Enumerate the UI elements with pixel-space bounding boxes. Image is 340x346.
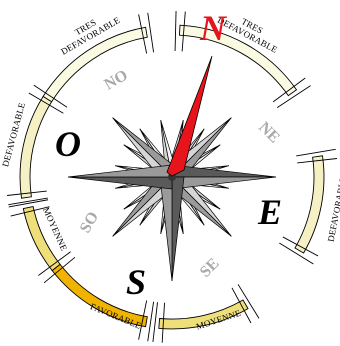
direction-southeast-label: SE	[197, 255, 223, 281]
ring-label-line: DEFAVORABLE	[326, 175, 340, 242]
direction-north-label: N	[199, 8, 228, 48]
ring-divider-line	[148, 302, 154, 342]
direction-east-label: E	[257, 192, 282, 232]
ring-segment-tres-defavorable-right	[179, 25, 296, 95]
compass-rose	[68, 118, 276, 281]
direction-northwest-label: NO	[102, 67, 131, 94]
ring-divider-line	[148, 13, 154, 53]
ring-divider-line	[153, 302, 158, 342]
direction-south-label: S	[126, 262, 146, 302]
ring-segment-defavorable-right	[295, 156, 324, 253]
direction-northeast-label: NE	[255, 119, 283, 147]
direction-west-label: O	[55, 124, 81, 164]
ring-divider-line	[175, 11, 176, 51]
ring-label-defavorable-right: DEFAVORABLE	[326, 175, 340, 242]
direction-southwest-label: SO	[77, 209, 102, 236]
ring-divider-line	[296, 149, 335, 156]
